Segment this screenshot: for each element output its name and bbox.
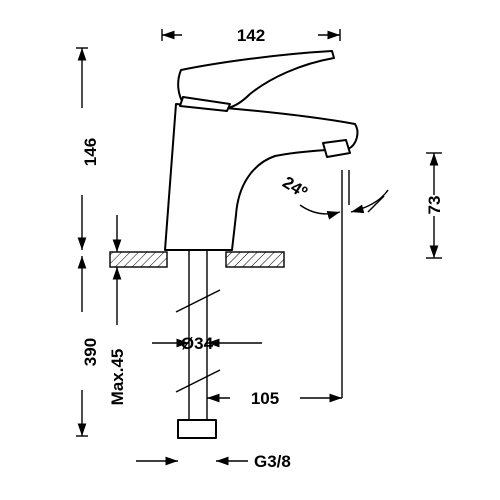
dim-73: 73: [425, 152, 444, 259]
dim-142: 142: [161, 26, 341, 45]
countertop-right: [225, 251, 285, 268]
dim-thread-label: G3/8: [254, 452, 291, 471]
dim-105: 105: [207, 389, 342, 408]
dim-146: 146: [76, 47, 100, 250]
dim-390-label: 390: [81, 338, 100, 366]
break-mark-upper: [175, 289, 221, 313]
dim-142-label: 142: [237, 26, 265, 45]
dim-thread: G3/8: [136, 452, 291, 471]
dim-105-label: 105: [251, 389, 279, 408]
dim-max45-label: Max.45: [108, 349, 127, 406]
shank: [175, 250, 221, 439]
dim-max45: Max.45: [108, 215, 127, 405]
dim-390: 390: [76, 256, 100, 437]
dim-73-label: 73: [425, 196, 444, 215]
fitting-nut: [177, 419, 217, 439]
faucet-spout-body: [164, 103, 359, 251]
faucet-body: [164, 50, 359, 251]
handle-base: [179, 96, 231, 112]
countertop: [109, 251, 285, 268]
dim-angle-label: 24º: [279, 173, 310, 202]
aerator: [322, 139, 351, 158]
countertop-left: [109, 251, 168, 268]
break-mark-lower: [175, 369, 221, 393]
dim-angle: 24º: [279, 173, 389, 220]
dim-diameter: Ø34: [152, 334, 262, 353]
dim-146-label: 146: [81, 138, 100, 166]
dim-diameter-label: Ø34: [181, 334, 214, 353]
